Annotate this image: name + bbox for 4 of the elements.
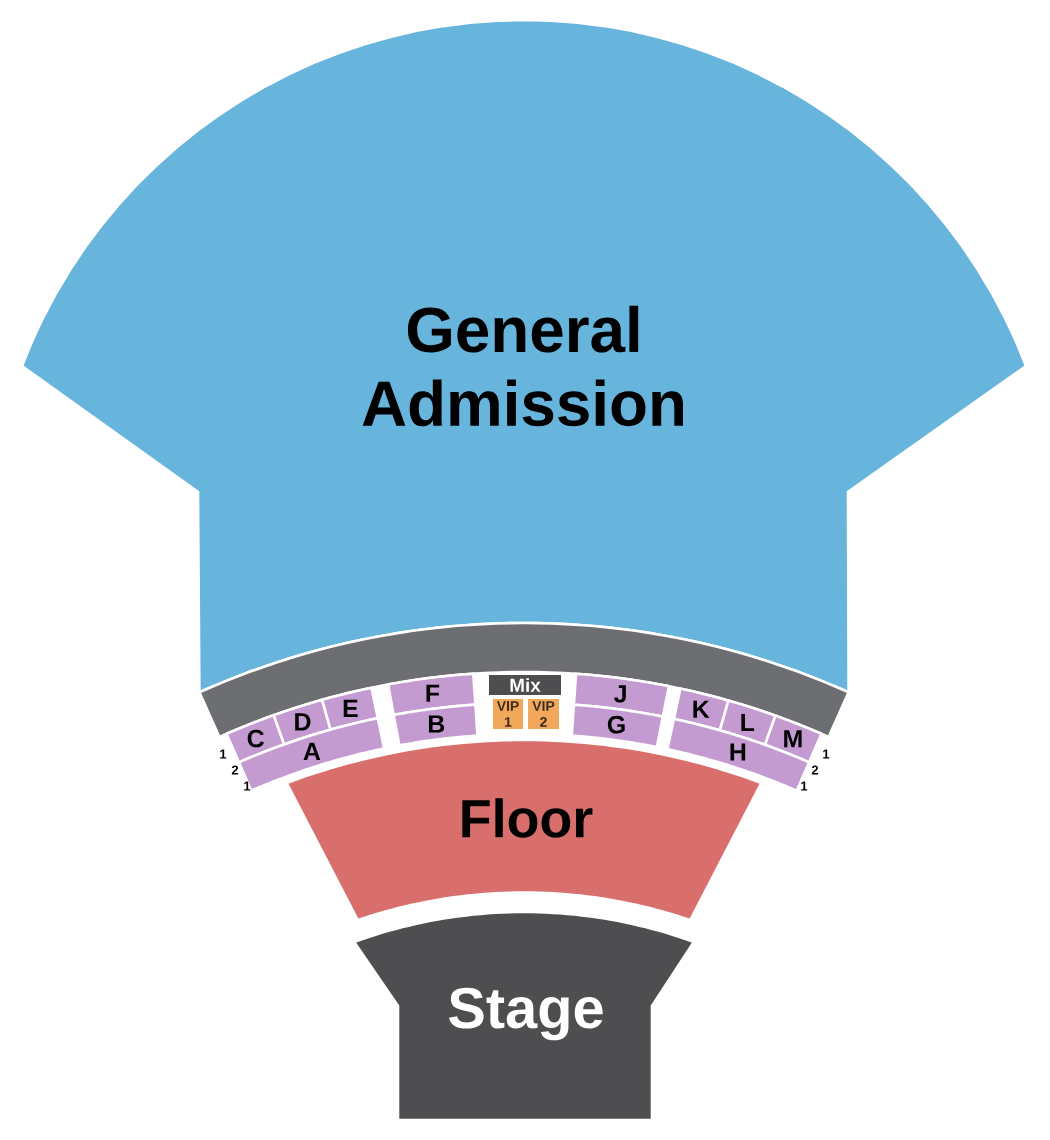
- seating-section: G: [570, 703, 665, 749]
- stage: Stage: [352, 910, 696, 1122]
- mix-booth: Mix: [487, 673, 563, 697]
- seating-section: B: [392, 703, 479, 747]
